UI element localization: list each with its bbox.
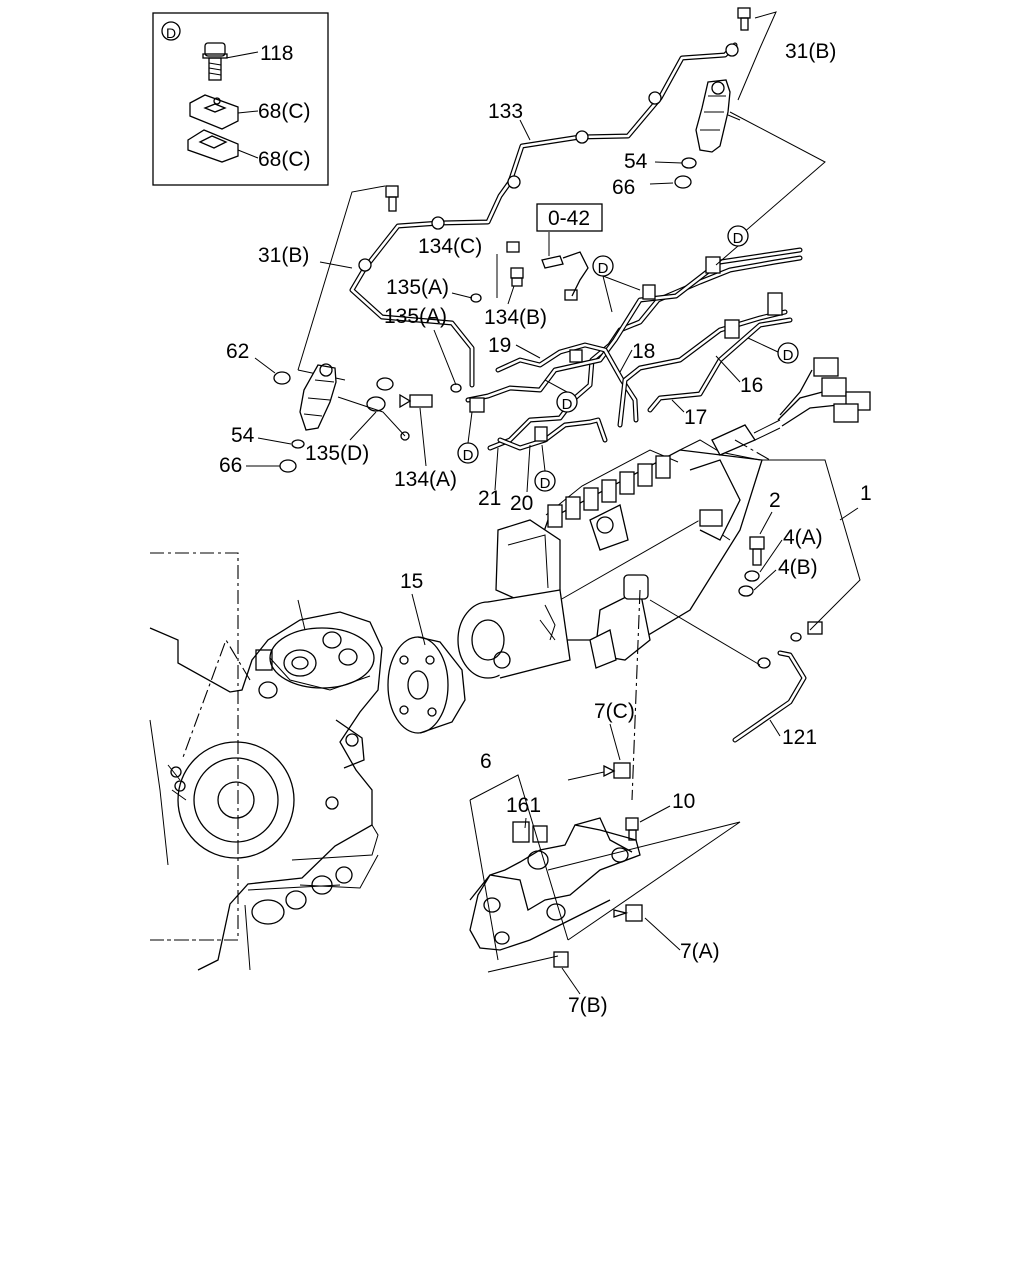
label-15: 15 xyxy=(400,570,423,593)
label-135d: 135(D) xyxy=(305,442,369,465)
bracket-6-icon xyxy=(469,817,641,951)
coupling-15-icon xyxy=(387,636,466,734)
reference-0-42-box: 0-42 xyxy=(536,203,603,232)
nut-66-left-icon xyxy=(279,459,297,473)
washer-4b-icon xyxy=(738,585,754,597)
washer-135d-icon xyxy=(366,377,394,412)
injection-pump-icon xyxy=(457,357,871,679)
pipe-121-icon xyxy=(732,621,823,743)
detail-inset-d: D 118 68(C) 68(C) xyxy=(152,12,329,186)
clamp-68c-lower-icon xyxy=(187,129,239,163)
label-161: 161 xyxy=(506,794,541,817)
clip-d-marker-3-text: D xyxy=(783,347,794,364)
washer-54-left-icon xyxy=(291,439,305,449)
label-0-42: 0-42 xyxy=(548,207,590,230)
fuel-lines-group xyxy=(465,247,803,451)
bolt-top-right-icon xyxy=(737,7,751,31)
injector-top-right-icon xyxy=(695,79,741,153)
label-134a: 134(A) xyxy=(394,468,457,491)
clamp-68c-upper-icon xyxy=(189,94,239,130)
label-54-left: 54 xyxy=(231,424,255,447)
fitting-134c-icon xyxy=(496,241,524,298)
label-134b: 134(B) xyxy=(484,306,547,329)
label-16: 16 xyxy=(740,374,763,397)
engine-block-icon xyxy=(149,552,383,971)
bolt-118-icon xyxy=(202,42,228,81)
label-10: 10 xyxy=(672,790,695,813)
label-4a: 4(A) xyxy=(783,526,823,549)
label-20: 20 xyxy=(510,492,533,515)
clip-d-marker-5-text: D xyxy=(463,447,474,464)
inset-d-marker: D xyxy=(161,21,181,41)
washer-62-icon xyxy=(273,371,291,385)
label-2: 2 xyxy=(769,489,781,512)
clip-d-marker-1-text: D xyxy=(733,230,744,247)
label-6: 6 xyxy=(480,750,492,773)
sensor-0-42-icon xyxy=(541,232,589,301)
injector-left-icon xyxy=(299,363,337,431)
label-4b: 4(B) xyxy=(778,556,818,579)
bolt-10-icon xyxy=(625,817,639,841)
bolt-7c-icon xyxy=(603,762,631,779)
label-66-left: 66 xyxy=(219,454,242,477)
label-17: 17 xyxy=(684,406,707,429)
clip-d-marker-3: D xyxy=(777,342,799,364)
label-18: 18 xyxy=(632,340,655,363)
label-54-top: 54 xyxy=(624,150,648,173)
bolt-134a-icon xyxy=(399,393,433,409)
bolt-left-top-icon xyxy=(385,185,399,212)
bolt-2-icon xyxy=(749,536,765,566)
label-1: 1 xyxy=(860,482,872,505)
label-7a: 7(A) xyxy=(680,940,720,963)
clip-d-markers: D D D D D D xyxy=(457,225,799,492)
label-31b-left: 31(B) xyxy=(258,244,309,267)
clip-d-marker-6: D xyxy=(534,470,556,492)
clip-d-marker-2-text: D xyxy=(598,260,609,277)
label-135a-2: 135(A) xyxy=(384,305,447,328)
label-19: 19 xyxy=(488,334,511,357)
label-118: 118 xyxy=(260,42,293,65)
nut-66-top-icon xyxy=(674,175,692,189)
label-31b-top: 31(B) xyxy=(785,40,836,63)
washer-4a-icon xyxy=(744,570,760,582)
fuel-line-133 xyxy=(349,42,739,388)
connector-harness-icon xyxy=(777,357,871,427)
label-21: 21 xyxy=(478,487,501,510)
clip-d-marker-6-text: D xyxy=(540,475,551,492)
label-134c: 134(C) xyxy=(418,235,482,258)
label-68c-upper: 68(C) xyxy=(258,100,311,123)
bolt-7b-icon xyxy=(553,951,569,968)
washer-54-top-icon xyxy=(681,157,697,169)
clip-d-marker-5: D xyxy=(457,442,479,464)
label-121: 121 xyxy=(782,726,817,749)
clip-d-marker-4-text: D xyxy=(562,396,573,413)
pump-delivery-valves-icon xyxy=(547,455,671,528)
label-62: 62 xyxy=(226,340,249,363)
clip-d-marker-4: D xyxy=(556,391,578,413)
label-68c-lower: 68(C) xyxy=(258,148,311,171)
clip-d-marker-2: D xyxy=(592,255,614,277)
label-66-top: 66 xyxy=(612,176,635,199)
clip-d-marker-1: D xyxy=(727,225,749,247)
label-135a-1: 135(A) xyxy=(386,276,449,299)
bolt-7a-icon xyxy=(613,904,643,922)
label-7b: 7(B) xyxy=(568,994,608,1017)
label-133: 133 xyxy=(488,100,523,123)
inset-d-marker-text: D xyxy=(166,25,176,41)
label-7c: 7(C) xyxy=(594,700,635,723)
